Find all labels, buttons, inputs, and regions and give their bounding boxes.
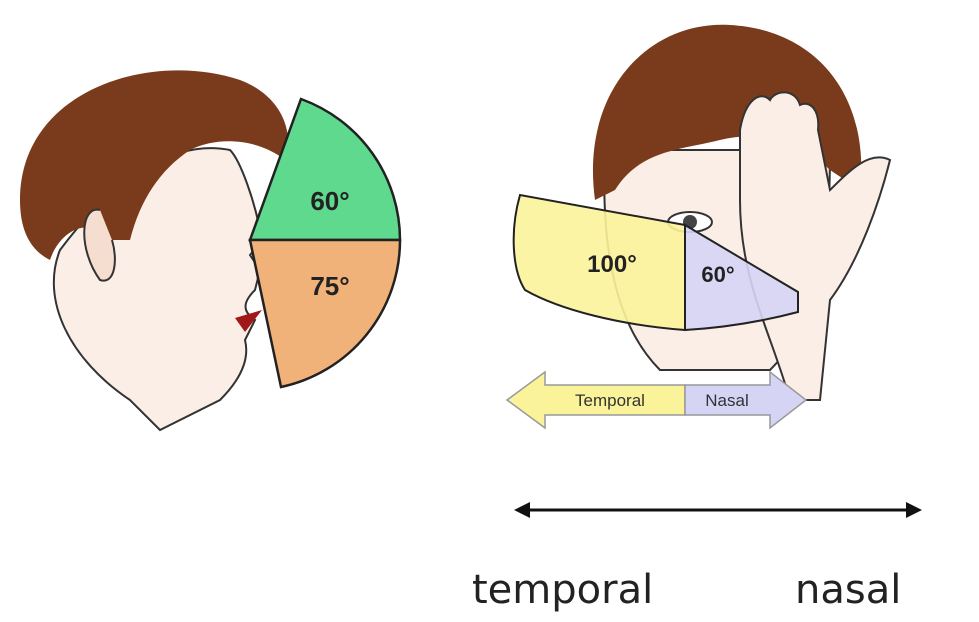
- left-arrowhead-icon: [514, 502, 530, 518]
- lower-field-sector: [248, 238, 402, 389]
- axis-temporal-label: temporal: [472, 567, 653, 613]
- temporal-nasal-axis: temporal nasal: [472, 502, 922, 613]
- ear-icon: [83, 208, 116, 282]
- arrow-temporal-label: Temporal: [575, 391, 645, 410]
- front-head: [592, 24, 892, 401]
- nasal-arrow-half: [684, 370, 808, 430]
- vertical-field-sectors: 60° 75°: [248, 97, 402, 389]
- nasal-field-sector: [684, 223, 799, 332]
- temporal-field-sector: [512, 193, 686, 332]
- upper-angle-label: 60°: [310, 186, 349, 216]
- nasal-angle-label: 60°: [701, 262, 734, 287]
- front-hair: [592, 24, 862, 200]
- arrow-nasal-label: Nasal: [705, 391, 748, 410]
- lower-angle-label: 75°: [310, 271, 349, 301]
- horizontal-field-sectors: 100° 60°: [512, 193, 799, 332]
- covering-hand: [739, 91, 892, 401]
- upper-field-sector: [248, 97, 402, 242]
- profile-head: [20, 70, 288, 432]
- direction-arrow: Temporal Nasal: [505, 370, 808, 430]
- temporal-arrow-half: [505, 370, 686, 430]
- axis-nasal-label: nasal: [795, 567, 901, 613]
- right-arrowhead-icon: [906, 502, 922, 518]
- temporal-angle-label: 100°: [587, 251, 637, 278]
- lips-icon: [235, 310, 262, 332]
- profile-hair: [20, 70, 288, 260]
